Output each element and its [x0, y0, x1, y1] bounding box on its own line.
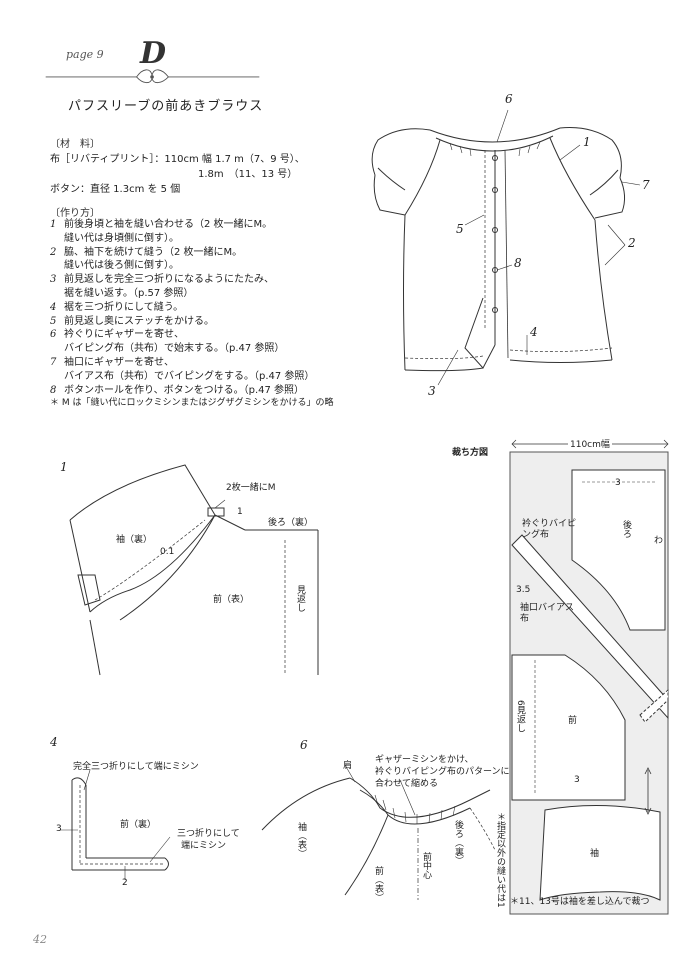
step-item: 8 ボタンホールを作り、ボタンをつける。（p.47 参照）: [50, 384, 350, 398]
figure-4-three: 3: [56, 824, 62, 834]
figure-1-two-layers: 2枚一緒にM: [226, 483, 276, 493]
step-item: 1 前後身頃と袖を縫い合わせる（2 枚一緒にM。: [50, 218, 350, 232]
step-text: 裾を三つ折りにして縫う。: [64, 301, 184, 313]
step-number: 1: [50, 219, 57, 230]
figure-4-side-label1: 三つ折りにして: [177, 829, 240, 839]
materials-buttons: ボタン：直径 1.3cm を 5 個: [50, 184, 181, 195]
materials-fabric-line2: 1.8m （11、13 号）: [198, 169, 298, 180]
step-number: 2: [50, 246, 57, 258]
figure-1-sleeve-label: 袖（裏）: [116, 535, 153, 545]
callout-4: 4: [530, 325, 538, 339]
layout-fold-label: わ: [654, 536, 664, 546]
materials-heading: 〔材 料〕: [50, 139, 100, 150]
steps-list: 1 前後身頃と袖を縫い合わせる（2 枚一緒にM。縫い代は身頃側に倒す）。 2 脇、袖下…: [50, 218, 350, 411]
step-number: 4: [50, 301, 57, 313]
step-subtext: バイピング布（共布）で始末する。（p.47 参照）: [64, 343, 285, 355]
ornament-divider: [45, 69, 260, 84]
step-item: 7 袖口にギャザーを寄せ、: [50, 356, 350, 370]
pattern-letter: D: [140, 36, 167, 71]
callout-7: 7: [642, 178, 650, 192]
step-subtext: 裾を縫い返す。（p.57 参照）: [64, 287, 194, 299]
step-number: 8: [50, 384, 57, 396]
steps-note: ＊ M は「縫い代にロックミシンまたはジグザグミシンをかける」の略: [50, 398, 334, 409]
page-tag: page 9: [66, 48, 104, 61]
figure-1-front-label: 前（表）: [213, 595, 250, 605]
layout-front-label: 前: [568, 716, 578, 726]
page-number: 42: [33, 933, 47, 946]
figure-4-two: 2: [122, 878, 128, 888]
page-title: パフスリーブの前あきブラウス: [68, 99, 264, 114]
callout-2: 2: [628, 236, 636, 250]
step-text: ボタンホールを作り、ボタンをつける。（p.47 参照）: [64, 384, 305, 396]
figure-6-front-center-label: 前中心: [421, 852, 431, 879]
layout-three-top: 3: [615, 478, 621, 488]
step-text: 前後身頃と袖を縫い合わせる（2 枚一緒にM。: [64, 219, 273, 230]
callout-5: 5: [456, 222, 464, 236]
step-number: 6: [50, 329, 57, 341]
figure-1-facing-label: 見返し: [295, 585, 305, 612]
figure-6-label1: ギャザーミシンをかけ、: [375, 755, 474, 765]
figure-4-front-label: 前（裏）: [120, 820, 157, 830]
steps-heading: 〔作り方〕: [50, 208, 100, 219]
layout-back-label: 後ろ: [621, 520, 631, 538]
layout-size-note: ＊11、13号は袖を差し込んで裁つ: [510, 897, 650, 907]
step-subtext: 縫い代は身頃側に倒す）。: [64, 232, 179, 244]
step-text: 袖口にギャザーを寄せ、: [64, 356, 174, 368]
layout-three-bottom: 3: [574, 775, 580, 785]
cutting-layout-title: 裁ち方図: [452, 448, 489, 458]
step-item: 2 脇、袖下を続けて縫う（2 枚一緒にM。: [50, 246, 350, 260]
step-item: 4 裾を三つ折りにして縫う。: [50, 301, 350, 315]
step-item: 5 前見返し奥にステッチをかける。: [50, 315, 350, 329]
callout-8: 8: [514, 256, 522, 270]
figure-4-side-label2: 端にミシン: [181, 841, 227, 851]
step-text: 前見返し奥にステッチをかける。: [64, 315, 214, 327]
materials-fabric-line1: 布［リバティプリント］：110cm 幅 1.7 m（7、9 号）、: [50, 154, 305, 165]
figure-4-top-label: 完全三つ折りにして端にミシン: [73, 762, 199, 772]
step-number: 7: [50, 356, 57, 368]
figure-1-allowance: 0.1: [160, 547, 175, 557]
callout-1: 1: [583, 135, 591, 149]
figure-6-label3: 合わせて縮める: [375, 779, 439, 789]
layout-sleeve-label: 袖: [590, 849, 600, 859]
step-number: 3: [50, 274, 57, 286]
step-subtext: バイアス布（共布）でバイピングをする。（p.47 参照）: [64, 370, 315, 382]
callout-6: 6: [505, 92, 513, 106]
figure-1-back-label: 後ろ（裏）: [268, 518, 314, 528]
figure-1-one: 1: [237, 507, 243, 517]
step-number: 5: [50, 315, 57, 327]
layout-neck-binding-label: 衿ぐりバイピング布: [522, 519, 577, 540]
step-subtext: 縫い代は後ろ側に倒す）。: [64, 260, 179, 272]
layout-allowance-note: ＊指定以外の縫い代は1: [495, 812, 505, 908]
figure-4-number: 4: [50, 735, 58, 749]
figure-6-number: 6: [300, 738, 308, 752]
layout-facing-label: 6見返し: [515, 700, 525, 733]
step-item: 6 衿ぐりにギャザーを寄せ、: [50, 328, 350, 342]
figure-1-number: 1: [60, 460, 68, 474]
fabric-width-label: 110cm幅: [568, 437, 612, 450]
step-text: 前見返しを完全三つ折りになるようにたたみ、: [64, 274, 274, 286]
figure-6-label2: 衿ぐりバイピング布のパターンに: [375, 767, 510, 777]
figure-6-back-label: 後ろ（裏）: [453, 820, 463, 865]
callout-3: 3: [428, 384, 436, 398]
step-text: 脇、袖下を続けて縫う（2 枚一緒にM。: [64, 246, 243, 258]
layout-cuff-bias-label: 袖口バイアス布: [520, 603, 575, 624]
figure-6-shoulder-label: 肩: [343, 761, 353, 771]
layout-three-five: 3.5: [516, 585, 531, 595]
step-item: 3 前見返しを完全三つ折りになるようにたたみ、: [50, 273, 350, 287]
step-text: 衿ぐりにギャザーを寄せ、: [64, 329, 184, 341]
figure-6-front-label: 前（表）: [373, 866, 383, 902]
figure-6-sleeve-label: 袖（表）: [296, 822, 306, 858]
